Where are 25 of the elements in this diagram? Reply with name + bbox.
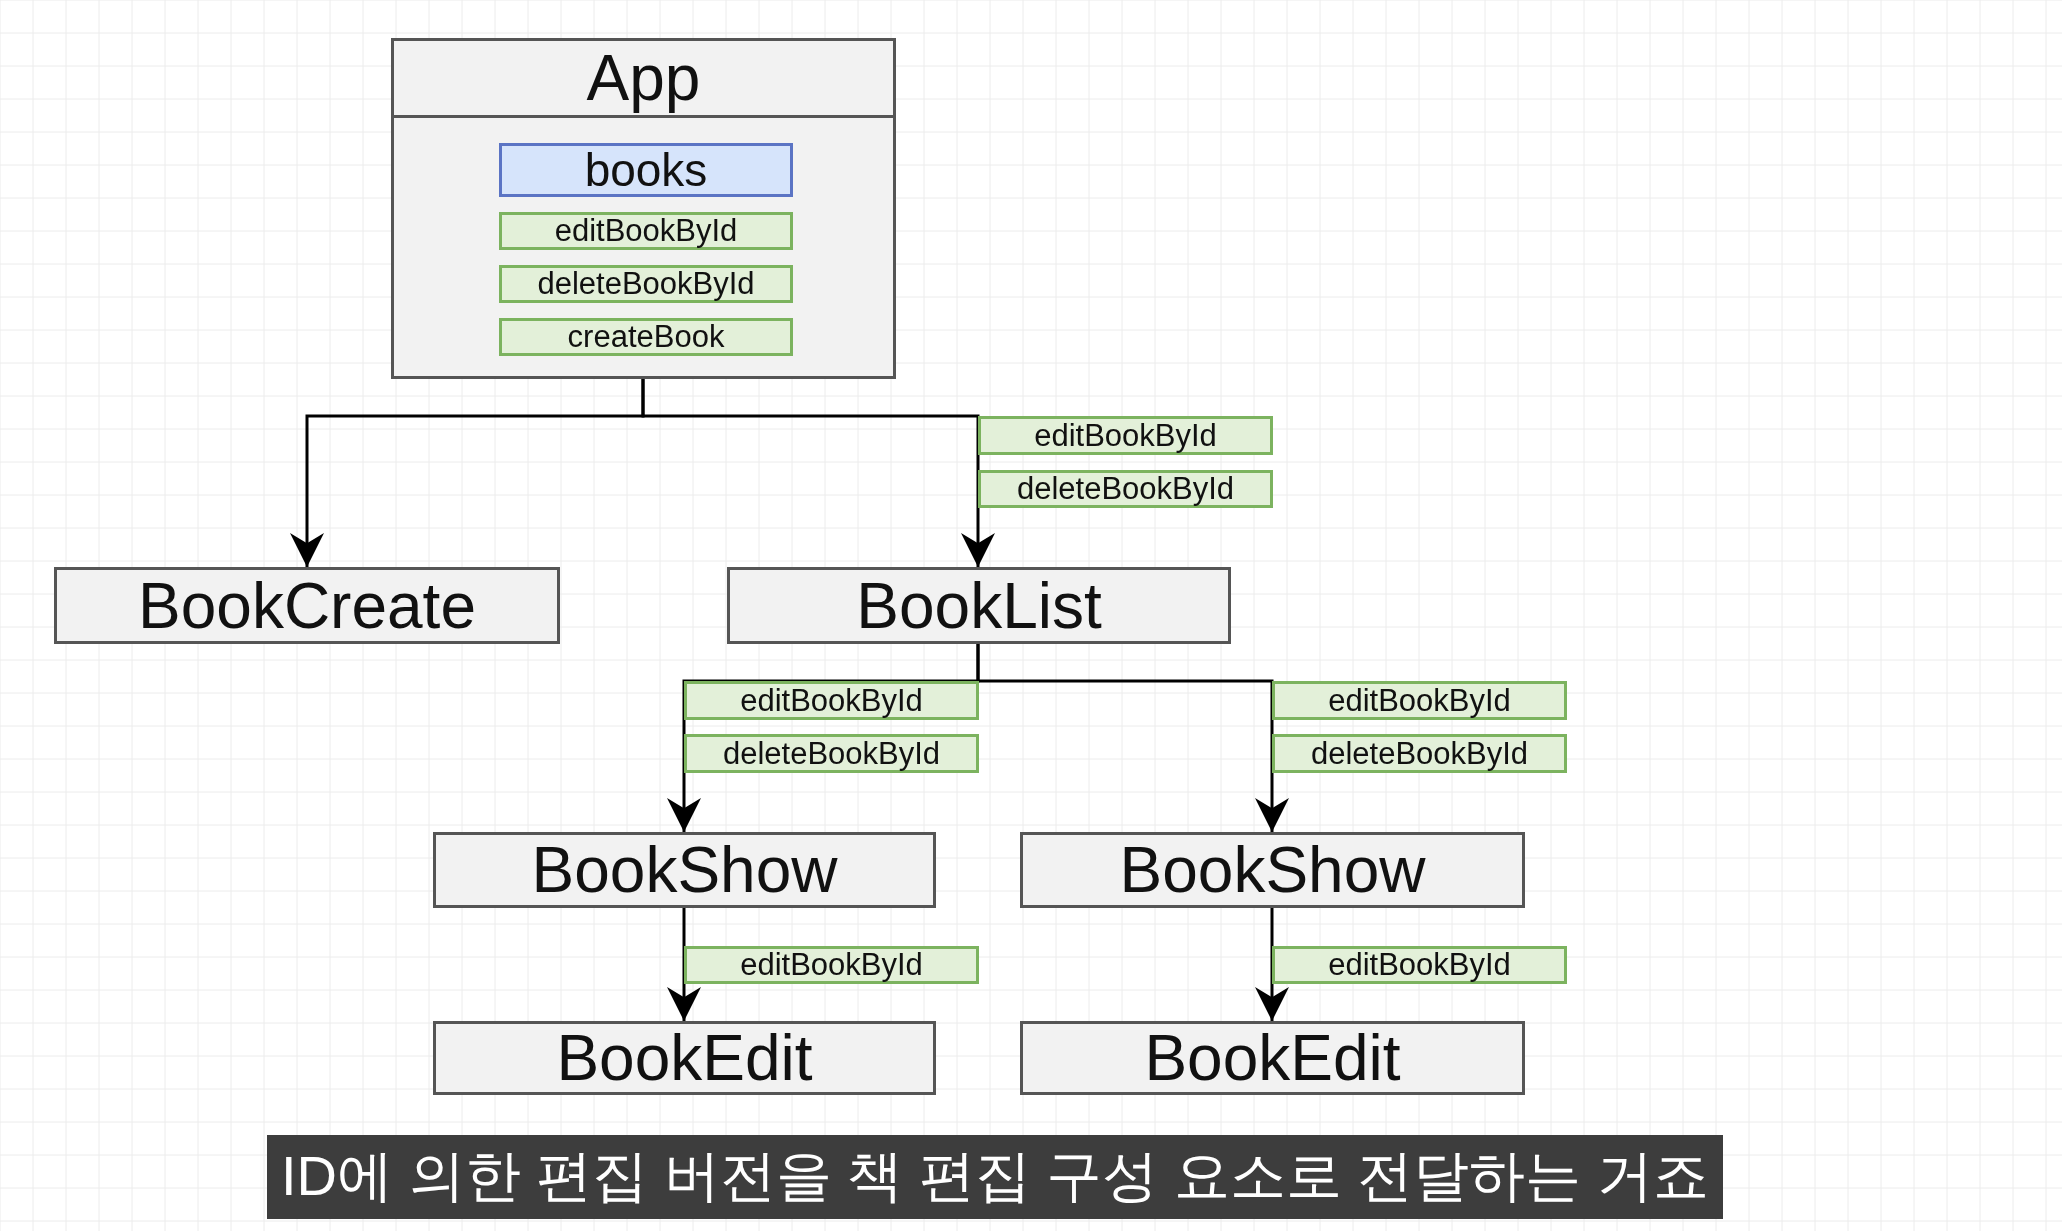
prop-box: deleteBookById — [499, 265, 793, 303]
prop-box: deleteBookById — [684, 734, 979, 773]
prop-box: editBookById — [1272, 946, 1567, 984]
prop-box: editBookById — [499, 212, 793, 250]
prop-box: editBookById — [684, 681, 979, 720]
prop-box: createBook — [499, 318, 793, 356]
component-box: BookEdit — [433, 1021, 936, 1095]
arrow — [976, 644, 1289, 832]
component-box — [391, 38, 896, 379]
prop-box: editBookById — [978, 416, 1273, 455]
component-box: BookShow — [433, 832, 936, 908]
prop-box: deleteBookById — [1272, 734, 1567, 773]
prop-box: deleteBookById — [978, 470, 1273, 508]
subtitle-caption: ID에 의한 편집 버전을 책 편집 구성 요소로 전달하는 거죠 — [267, 1135, 1724, 1219]
component-box: BookCreate — [54, 567, 560, 644]
arrow — [1255, 908, 1289, 1021]
prop-box: editBookById — [1272, 681, 1567, 720]
arrow — [667, 908, 701, 1021]
component-title: App — [586, 41, 701, 115]
component-box: BookEdit — [1020, 1021, 1525, 1095]
component-box: BookList — [727, 567, 1231, 644]
arrow — [641, 379, 995, 567]
state-box: books — [499, 143, 793, 197]
component-box: BookShow — [1020, 832, 1525, 908]
prop-box: editBookById — [684, 946, 979, 984]
